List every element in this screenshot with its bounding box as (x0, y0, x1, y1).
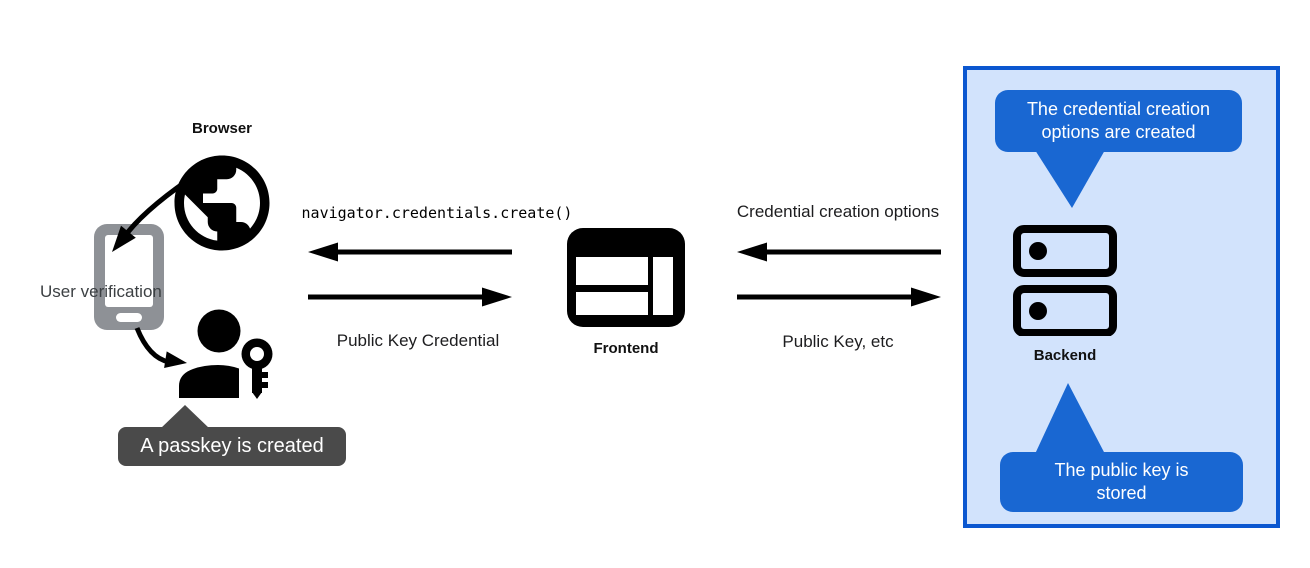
options-created-tooltip: The credential creation options are crea… (995, 90, 1242, 152)
browser-label: Browser (191, 120, 253, 137)
passkey-tooltip: A passkey is created (118, 427, 346, 466)
frontend-label: Frontend (593, 340, 659, 357)
public-key-credential-label: Public Key Credential (336, 331, 500, 350)
arrow-backend-to-frontend (737, 242, 941, 262)
browser-globe-icon (174, 155, 270, 251)
phone-icon (94, 224, 164, 330)
arrow-frontend-to-browser (308, 242, 512, 262)
backend-server-icon (1013, 225, 1117, 336)
credential-creation-options-label: Credential creation options (736, 202, 940, 221)
passkey-tooltip-tail (160, 405, 210, 429)
arrow-frontend-to-backend (737, 287, 941, 307)
arrow-phone-to-person (134, 327, 187, 368)
person-key-icon (179, 309, 273, 399)
options-created-tooltip-tail (1035, 150, 1105, 208)
frontend-icon (567, 228, 685, 327)
user-verification-label: User verification (40, 282, 162, 301)
public-key-etc-label: Public Key, etc (782, 332, 894, 351)
arrow-browser-to-frontend (308, 287, 512, 307)
arrow-browser-to-phone (112, 169, 202, 252)
backend-label: Backend (1033, 347, 1097, 364)
public-key-stored-tooltip: The public key is stored (1000, 452, 1243, 512)
navigator-credentials-create-label: navigator.credentials.create() (301, 204, 573, 222)
public-key-stored-tooltip-tail (1035, 383, 1105, 454)
